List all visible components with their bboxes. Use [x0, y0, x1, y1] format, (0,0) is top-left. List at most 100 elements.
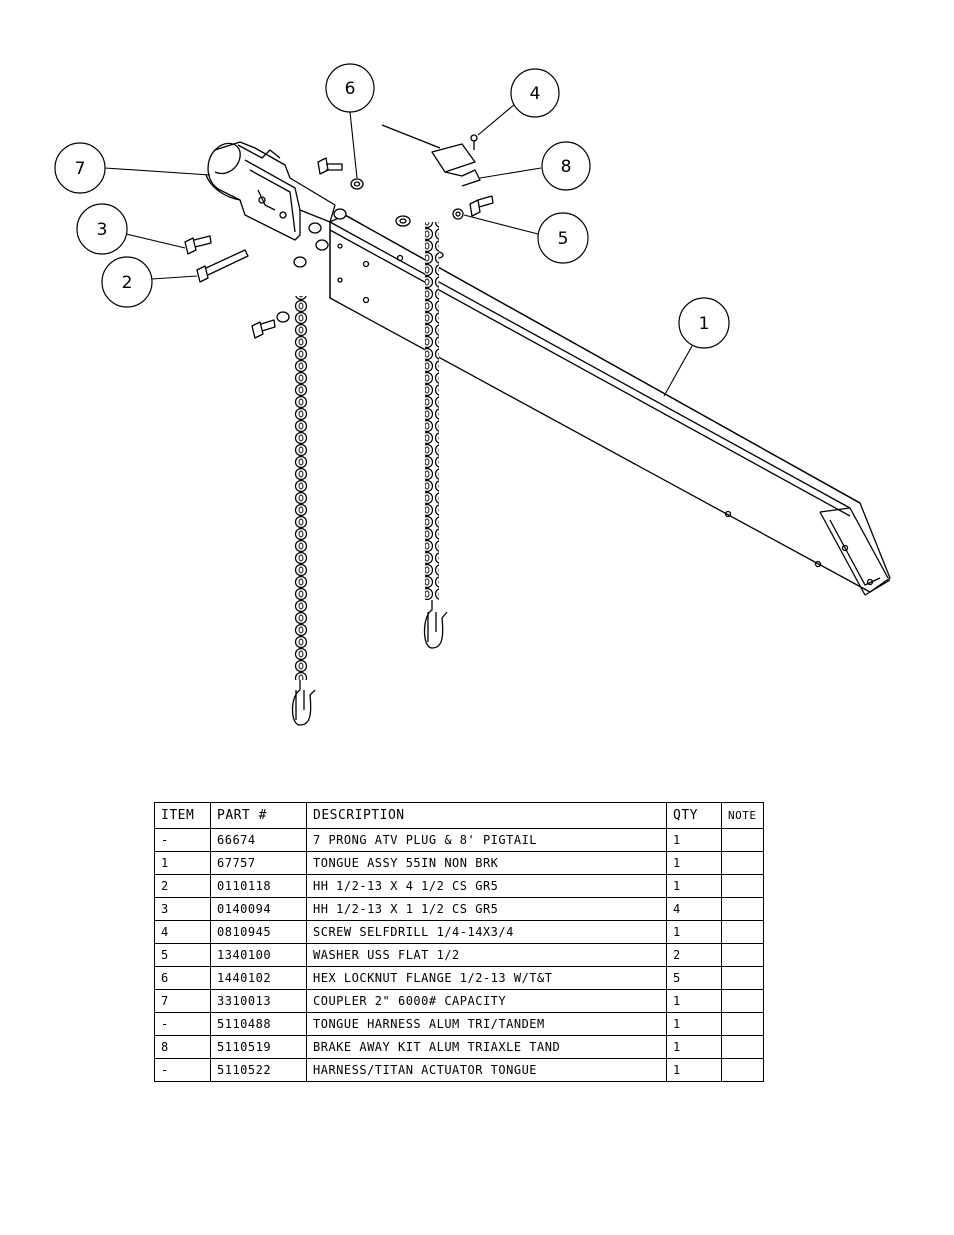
balloon-8: 8: [541, 141, 591, 191]
cell-note: [721, 1012, 764, 1036]
cell-part-number: 0810945: [210, 920, 307, 944]
self-drill-screw: [470, 134, 478, 150]
cell-part-number: 0110118: [210, 874, 307, 898]
cell-description: HH 1/2-13 X 4 1/2 CS GR5: [306, 874, 667, 898]
leader-3: [125, 233, 186, 249]
bom-header-row: ITEM PART # DESCRIPTION QTY NOTE: [154, 802, 764, 829]
cell-item: 4: [154, 920, 211, 944]
cell-description: 7 PRONG ATV PLUG & 8' PIGTAIL: [306, 828, 667, 852]
cell-note: [721, 966, 764, 990]
header-part-number: PART #: [210, 802, 307, 829]
cell-qty: 1: [666, 1035, 722, 1059]
cell-item: -: [154, 828, 211, 852]
balloon-label: 4: [530, 84, 541, 104]
balloon-1: 1: [678, 297, 730, 349]
balloon-label: 5: [558, 229, 569, 249]
balloon-circle: [54, 142, 106, 194]
bolt-3: [184, 235, 212, 255]
cell-description: HEX LOCKNUT FLANGE 1/2-13 W/T&T: [306, 966, 667, 990]
balloon-4: 4: [510, 68, 560, 118]
cell-qty: 1: [666, 1058, 722, 1082]
header-item: ITEM: [154, 802, 211, 829]
balloon-circle: [678, 297, 730, 349]
bolt-2: [196, 249, 249, 283]
cell-qty: 4: [666, 897, 722, 921]
balloon-label: 6: [345, 79, 356, 99]
leader-5: [463, 214, 539, 235]
cell-item: 2: [154, 874, 211, 898]
cell-item: 6: [154, 966, 211, 990]
cell-part-number: 3310013: [210, 989, 307, 1013]
balloon-circle: [537, 212, 589, 264]
balloon-label: 8: [561, 157, 572, 177]
cell-description: TONGUE ASSY 55IN NON BRK: [306, 851, 667, 875]
safety-chain-right: [423, 222, 448, 649]
cell-qty: 2: [666, 943, 722, 967]
cell-note: [721, 920, 764, 944]
hex-nuts: [293, 208, 347, 268]
cell-qty: 5: [666, 966, 722, 990]
cell-qty: 1: [666, 989, 722, 1013]
balloon-5: 5: [537, 212, 589, 264]
cell-item: 7: [154, 989, 211, 1013]
cell-part-number: 1340100: [210, 943, 307, 967]
cell-item: -: [154, 1012, 211, 1036]
cell-note: [721, 1035, 764, 1059]
balloon-circle: [541, 141, 591, 191]
cell-part-number: 67757: [210, 851, 307, 875]
cell-item: 3: [154, 897, 211, 921]
breakaway-kit: [381, 124, 481, 187]
cell-qty: 1: [666, 920, 722, 944]
leader-8: [479, 167, 542, 179]
balloon-label: 2: [122, 273, 133, 293]
cell-part-number: 66674: [210, 828, 307, 852]
cell-description: TONGUE HARNESS ALUM TRI/TANDEM: [306, 1012, 667, 1036]
cell-note: [721, 1058, 764, 1082]
cell-item: -: [154, 1058, 211, 1082]
cell-part-number: 1440102: [210, 966, 307, 990]
leader-7: [104, 167, 211, 176]
cell-note: [721, 851, 764, 875]
cell-note: [721, 874, 764, 898]
cell-part-number: 0140094: [210, 897, 307, 921]
cell-item: 1: [154, 851, 211, 875]
exploded-assembly-drawing: 6 4 7 8 5 3 2 1: [54, 63, 891, 726]
balloon-2: 2: [101, 256, 153, 308]
safety-chain-left: [291, 296, 316, 726]
header-qty: QTY: [666, 802, 722, 829]
leader-4: [477, 103, 516, 136]
balloon-circle: [76, 203, 128, 255]
balloon-label: 7: [75, 159, 86, 179]
bolt-lower: [251, 311, 290, 339]
leader-1: [663, 345, 693, 397]
header-note: NOTE: [721, 802, 764, 829]
cell-qty: 1: [666, 828, 722, 852]
cell-part-number: 5110488: [210, 1012, 307, 1036]
balloon-3: 3: [76, 203, 128, 255]
cell-note: [721, 989, 764, 1013]
bolt-upper: [317, 157, 364, 190]
leader-2: [151, 275, 198, 280]
cell-note: [721, 897, 764, 921]
header-description: DESCRIPTION: [306, 802, 667, 829]
cell-description: SCREW SELFDRILL 1/4-14X3/4: [306, 920, 667, 944]
cell-part-number: 5110522: [210, 1058, 307, 1082]
cell-part-number: 5110519: [210, 1035, 307, 1059]
cell-description: HH 1/2-13 X 1 1/2 CS GR5: [306, 897, 667, 921]
cell-qty: 1: [666, 1012, 722, 1036]
tongue-tube: [329, 214, 891, 596]
bolt-right: [395, 195, 494, 227]
balloon-circle: [325, 63, 375, 113]
leader-6: [349, 111, 358, 179]
cell-note: [721, 828, 764, 852]
cell-qty: 1: [666, 851, 722, 875]
cell-item: 5: [154, 943, 211, 967]
